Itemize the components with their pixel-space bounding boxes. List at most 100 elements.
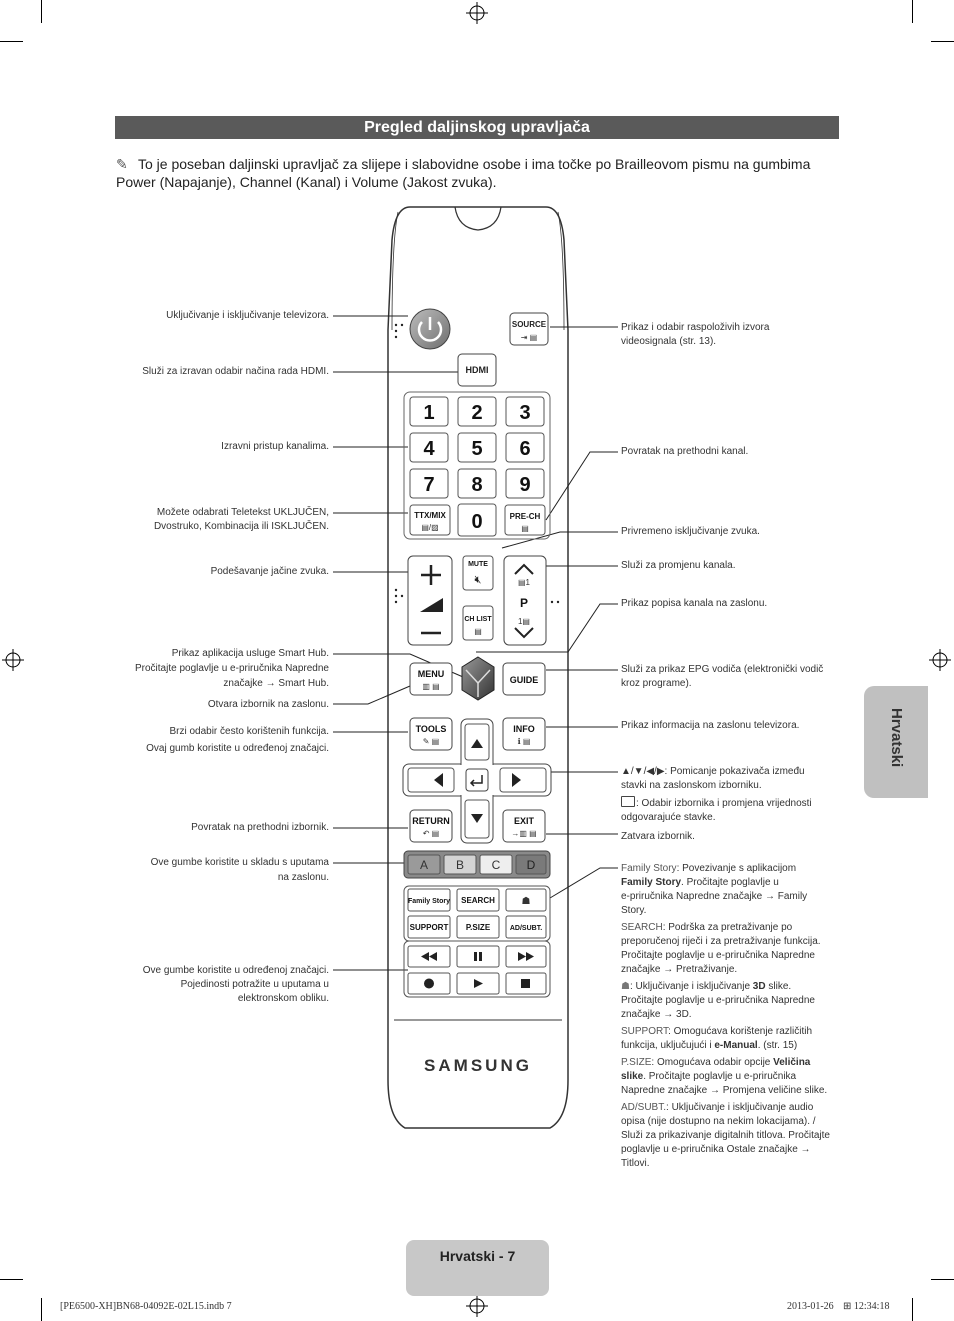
adsubt-button[interactable]: [505, 915, 547, 939]
stop-icon: [521, 979, 530, 988]
footer-date: 2013-01-26: [787, 1301, 834, 1312]
digit-button[interactable]: [457, 396, 497, 427]
channel-rocker[interactable]: ▤1 P 1▤: [503, 555, 547, 646]
label-guide: Služi za prikaz EPG vodiča (elektronički…: [621, 663, 843, 691]
ttx-label: TTX/MIX: [414, 511, 446, 520]
label-source-line: Prikaz i odabir raspoloživih izvora: [621, 322, 770, 333]
connector-lines: [333, 315, 618, 971]
color-button-c[interactable]: [479, 854, 513, 875]
chlist-icon: ▤: [474, 627, 482, 636]
arrow-left-button[interactable]: [434, 773, 443, 787]
language-side-tab-label: Hrvatski: [888, 708, 905, 768]
psize-key: P.SIZE: [621, 1057, 652, 1068]
tools-icons: ✎ ▤: [423, 737, 439, 746]
label-info: Prikaz informacija na zaslonu televizora…: [621, 720, 800, 731]
intro-note: ✎To je poseban daljinski upravljač za sl…: [116, 155, 836, 191]
info-label: INFO: [513, 724, 535, 734]
family-story-label: Family Story: [408, 898, 450, 905]
prech-label: PRE-CH: [510, 512, 541, 521]
power-button[interactable]: [409, 308, 451, 350]
hdmi-button[interactable]: HDMI: [457, 353, 497, 387]
color-button-d[interactable]: [515, 854, 547, 875]
3d-text: : Uključivanje i isključivanje: [629, 981, 753, 992]
tools-button[interactable]: TOOLS ✎ ▤: [409, 717, 453, 751]
family-story-button[interactable]: [407, 888, 451, 912]
label-media: Ove gumbe koristite u određenoj značajci…: [109, 964, 329, 1006]
label-3d-line: ☗: Uključivanje i isključivanje 3D slike…: [621, 980, 843, 994]
pause-button[interactable]: [456, 945, 500, 968]
play-icon: [474, 979, 483, 988]
label-search-line: preporučenoj riječi i za pretraživanje f…: [621, 936, 821, 947]
label-tools: Brzi odabir često korištenih funkcija. O…: [109, 725, 329, 756]
label-mute: Privremeno isključivanje zvuka.: [621, 526, 760, 537]
source-button[interactable]: SOURCE ⇥ ▤: [509, 312, 549, 346]
label-smarthub-line: Pročitajte poglavlje u e-priručnika Napr…: [135, 663, 329, 674]
label-volume: Podešavanje jačine zvuka.: [210, 566, 329, 577]
footer-file-name: [PE6500-XH]BN68-04092E-02L15.indb 7: [60, 1301, 232, 1312]
psize-text: : Omogućava odabir opcije: [651, 1057, 774, 1068]
digit-6: 6: [519, 438, 530, 460]
footer-time-icon: ⊞: [843, 1301, 854, 1312]
label-color: Ove gumbe koristite u skladu s uputama n…: [129, 856, 329, 885]
digit-button[interactable]: [457, 432, 497, 463]
3d-button[interactable]: [505, 888, 547, 912]
prech-button[interactable]: PRE-CH ▤: [504, 504, 546, 536]
digit-button[interactable]: [457, 503, 497, 537]
label-source: Prikaz i odabir raspoloživih izvora vide…: [621, 321, 843, 349]
search-button[interactable]: [456, 888, 500, 912]
pause-icon: [479, 952, 482, 961]
ttx-button[interactable]: TTX/MIX ▤/▨: [409, 504, 451, 536]
mute-button[interactable]: MUTE 🔇︎: [462, 555, 494, 591]
label-return: Povratak na prethodni izbornik.: [191, 822, 329, 833]
exit-button[interactable]: EXIT →▥ ▤: [502, 809, 546, 843]
source-label: SOURCE: [512, 320, 547, 329]
color-button-b[interactable]: [443, 854, 477, 875]
digit-button[interactable]: [409, 396, 449, 427]
record-icon: [424, 978, 434, 989]
digit-5: 5: [471, 438, 482, 460]
label-ad-line: poglavlje u e-priručnika Ostale značajke…: [621, 1144, 811, 1155]
info-button[interactable]: INFO ℹ ▤: [502, 717, 546, 751]
3d-text: slike.: [765, 981, 792, 992]
digit-button[interactable]: [505, 468, 545, 499]
return-button[interactable]: RETURN ↶ ▤: [409, 809, 453, 843]
label-search-line: Pročitajte poglavlje u e-priručnika Napr…: [621, 950, 815, 961]
prech-icon: ▤: [521, 524, 529, 533]
support-key: SUPPORT: [621, 1026, 669, 1037]
arrow-up-button[interactable]: [471, 739, 483, 748]
exit-icons: →▥ ▤: [511, 829, 536, 838]
digit-button[interactable]: [457, 468, 497, 499]
support-button[interactable]: [407, 915, 451, 939]
digit-button[interactable]: [505, 432, 545, 463]
volume-rocker[interactable]: [407, 555, 453, 646]
support-text: . (str. 15): [757, 1040, 798, 1051]
label-hdmi: Služi za izravan odabir načina rada HDMI…: [142, 366, 329, 377]
psize-button[interactable]: [456, 915, 500, 939]
arrow-right-button[interactable]: [512, 773, 521, 787]
guide-label: GUIDE: [510, 675, 539, 685]
label-ad-line: Titlovi.: [621, 1158, 650, 1169]
label-media-line: Pojedinosti potražite u uputama u: [180, 979, 329, 990]
label-chlist: Prikaz popisa kanala na zaslonu.: [621, 598, 768, 609]
label-ttx-line: Dvostruko, Kombinacija ili ISKLJUČEN.: [153, 521, 329, 532]
intro-text: To je poseban daljinski upravljač za sli…: [116, 156, 811, 190]
navigation-pad: [402, 718, 552, 844]
digit-button[interactable]: [409, 432, 449, 463]
color-button-a[interactable]: [407, 854, 441, 875]
ad-text: : Uključivanje i isključivanje audio: [666, 1102, 814, 1113]
arrow-down-button[interactable]: [471, 814, 483, 823]
crop-mark: [41, 1298, 42, 1321]
digit-button[interactable]: [409, 468, 449, 499]
menu-button[interactable]: MENU ▥ ▤: [409, 662, 453, 696]
source-icons: ⇥ ▤: [521, 333, 537, 342]
label-media-line: Ove gumbe koristite u određenoj značajci…: [142, 965, 329, 976]
crop-mark: [41, 0, 42, 23]
guide-button[interactable]: GUIDE: [502, 662, 546, 696]
mute-icon: 🔇︎: [475, 574, 482, 586]
enter-button[interactable]: [465, 768, 489, 792]
label-tools-line: Ovaj gumb koristite u određenoj značajci…: [146, 743, 329, 754]
smart-hub-button[interactable]: [461, 656, 495, 701]
digit-button[interactable]: [505, 396, 545, 427]
chlist-button[interactable]: CH LIST ▤: [462, 605, 494, 641]
